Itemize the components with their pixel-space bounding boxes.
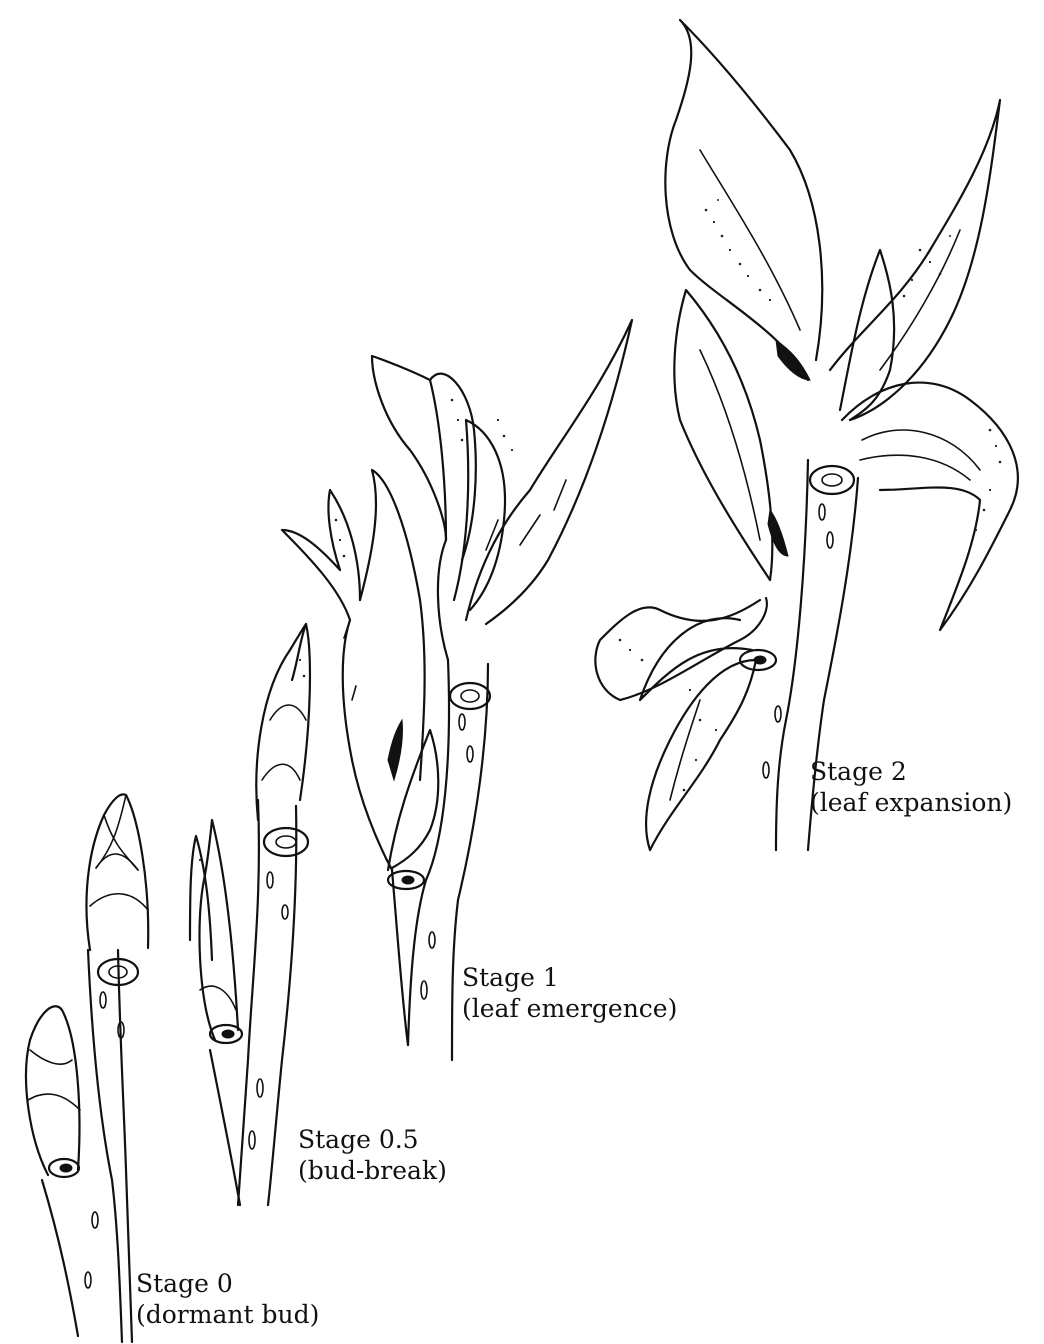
stage-0-label: Stage 0 (dormant bud) — [136, 1268, 319, 1330]
stage-2-subtitle: (leaf expansion) — [810, 787, 1012, 818]
stage-2-title: Stage 2 — [810, 756, 1012, 787]
stage-0-title: Stage 0 — [136, 1268, 319, 1299]
stage-0-5-label: Stage 0.5 (bud-break) — [298, 1124, 447, 1186]
stage-1-title: Stage 1 — [462, 962, 677, 993]
stage-0-drawing — [26, 794, 148, 1342]
stage-1-subtitle: (leaf emergence) — [462, 993, 677, 1024]
stage-0-subtitle: (dormant bud) — [136, 1299, 319, 1330]
stage-2-label: Stage 2 (leaf expansion) — [810, 756, 1012, 818]
stage-0-5-subtitle: (bud-break) — [298, 1155, 447, 1186]
stage-1-drawing — [282, 320, 632, 1060]
stage-0-5-drawing — [190, 624, 310, 1205]
stage-2-drawing — [595, 20, 1017, 850]
stage-0-5-title: Stage 0.5 — [298, 1124, 447, 1155]
stage-1-label: Stage 1 (leaf emergence) — [462, 962, 677, 1024]
